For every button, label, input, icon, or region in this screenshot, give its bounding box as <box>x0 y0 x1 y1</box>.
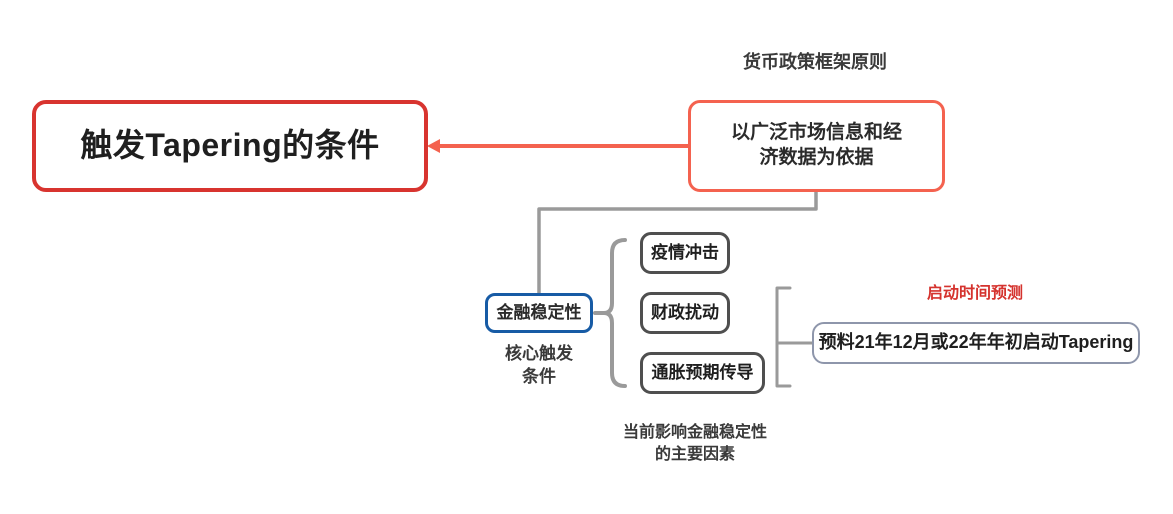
node-financial-stability[interactable]: 金融稳定性 <box>485 293 593 333</box>
node-factor-inflation-expectation[interactable]: 通胀预期传导 <box>640 352 765 394</box>
node-factor-fiscal-disturbance[interactable]: 财政扰动 <box>640 292 730 334</box>
caption-main-factors: 当前影响金融稳定性 的主要因素 <box>622 424 767 463</box>
bracket-factors-to-prediction <box>775 286 814 388</box>
brace-stability-to-factors <box>593 238 627 388</box>
caption-timing-forecast: 启动时间预测 <box>926 285 1023 302</box>
node-root-tapering-conditions[interactable]: 触发Tapering的条件 <box>32 100 428 192</box>
node-tapering-prediction[interactable]: 预料21年12月或22年年初启动Tapering <box>812 322 1140 364</box>
node-factor-epidemic-shock[interactable]: 疫情冲击 <box>640 232 730 274</box>
connector-root-to-policy <box>427 139 688 153</box>
caption-core-trigger: 核心触发 条件 <box>505 344 573 386</box>
caption-policy-framework: 货币政策框架原则 <box>743 52 887 72</box>
node-policy-basis[interactable]: 以广泛市场信息和经 济数据为依据 <box>688 100 945 192</box>
